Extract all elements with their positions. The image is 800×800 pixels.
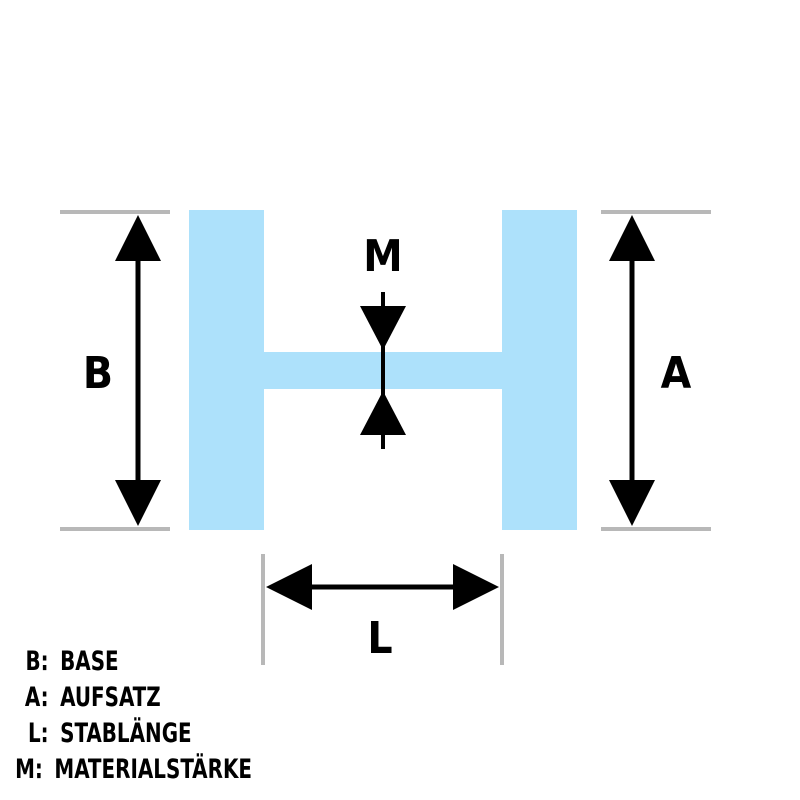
arrow-right-icon — [453, 564, 499, 610]
label-a: A — [661, 348, 692, 399]
arrow-down-icon — [115, 480, 161, 526]
legend-item-materialstaerke: M: MATERIALSTÄRKE — [6, 752, 252, 788]
arrow-up-icon — [115, 215, 161, 261]
dimension-b — [115, 215, 161, 526]
arrow-up-icon — [360, 391, 406, 435]
legend-text: BASE — [60, 646, 119, 677]
extension-lines — [60, 210, 711, 665]
legend-key: M: — [15, 754, 43, 785]
legend-key: B: — [25, 646, 49, 677]
dimension-l — [266, 564, 499, 610]
arrow-up-icon — [609, 215, 655, 261]
legend-item-aufsatz: A: AUFSATZ — [6, 680, 252, 716]
legend-item-stablaenge: L: STABLÄNGE — [6, 716, 252, 752]
dimension-m — [360, 292, 406, 449]
dimension-a — [609, 215, 655, 526]
legend-text: AUFSATZ — [60, 682, 161, 713]
legend-key: A: — [24, 682, 49, 713]
legend-item-base: B: BASE — [6, 644, 252, 680]
legend: B: BASE A: AUFSATZ L: STABLÄNGE M: MATER… — [6, 644, 252, 788]
arrow-left-icon — [266, 564, 312, 610]
arrow-down-icon — [609, 480, 655, 526]
h-profile — [189, 210, 577, 530]
legend-key: L: — [27, 718, 49, 749]
label-m: M — [363, 231, 402, 282]
right-flange — [502, 210, 577, 530]
arrow-down-icon — [360, 306, 406, 350]
left-flange — [189, 210, 264, 530]
label-l: L — [367, 613, 392, 664]
legend-text: STABLÄNGE — [60, 718, 192, 749]
label-b: B — [83, 348, 113, 399]
legend-text: MATERIALSTÄRKE — [54, 754, 253, 785]
